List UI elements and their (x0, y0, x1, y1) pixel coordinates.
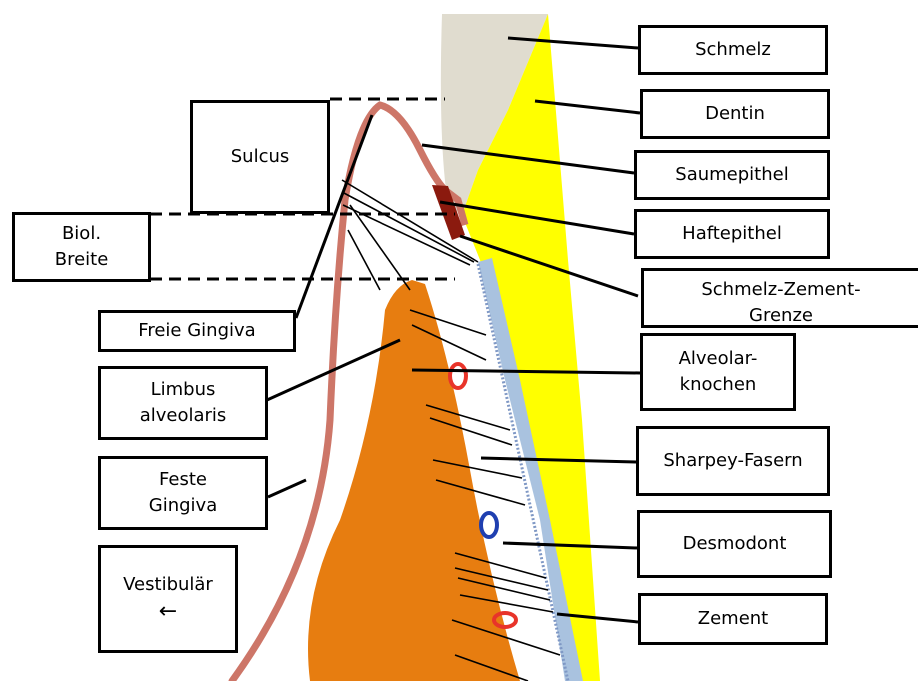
label-text-line-1: Limbus (151, 377, 216, 403)
label-text-line-2: alveolaris (140, 403, 227, 429)
label-text-line-1: Schmelz-Zement- (701, 277, 860, 303)
label-text-line-2: Grenze (749, 303, 813, 329)
label-text-line-1: Alveolar- (679, 346, 758, 372)
label-feste-gingiva: Feste Gingiva (98, 456, 268, 530)
label-text: Zement (698, 606, 768, 632)
label-text: Sharpey-Fasern (663, 448, 802, 474)
label-text: Desmodont (683, 531, 787, 557)
label-text-line-2: Breite (55, 247, 109, 273)
label-freie-gingiva: Freie Gingiva (98, 310, 296, 352)
label-text-line-2: Gingiva (149, 493, 217, 519)
label-haftepithel: Haftepithel (634, 209, 830, 259)
label-alveolarknochen: Alveolar- knochen (640, 333, 796, 411)
label-limbus-alveolaris: Limbus alveolaris (98, 366, 268, 440)
label-biol-breite: Biol. Breite (12, 212, 151, 282)
label-text-line-1: Vestibulär (123, 572, 213, 598)
label-text-line-1: Biol. (62, 221, 101, 247)
label-dentin: Dentin (640, 89, 830, 139)
label-text: Dentin (705, 101, 765, 127)
label-text: Haftepithel (682, 221, 782, 247)
label-saumepithel: Saumepithel (634, 150, 830, 200)
arrow-left-icon: ← (159, 598, 177, 626)
label-vestibulaer: Vestibulär ← (98, 545, 238, 653)
label-schmelz: Schmelz (638, 25, 828, 75)
label-zement: Zement (638, 593, 828, 645)
label-text: Freie Gingiva (138, 318, 255, 344)
label-text: Sulcus (231, 144, 290, 170)
label-sulcus: Sulcus (190, 100, 330, 214)
label-schmelz-zement-grenze: Schmelz-Zement- Grenze (641, 268, 918, 328)
label-text: Saumepithel (675, 162, 788, 188)
label-sharpey-fasern: Sharpey-Fasern (636, 426, 830, 496)
label-desmodont: Desmodont (637, 510, 832, 578)
label-text-line-1: Feste (159, 467, 207, 493)
label-text-line-2: knochen (680, 372, 757, 398)
label-text: Schmelz (695, 37, 771, 63)
